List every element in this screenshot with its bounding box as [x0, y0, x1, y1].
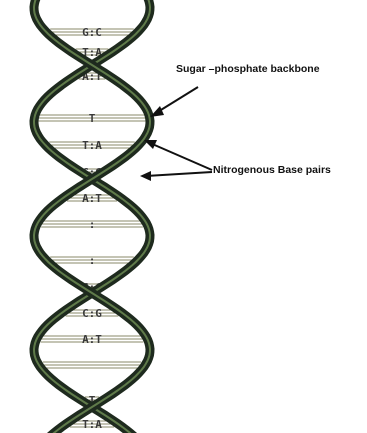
base-pair-rung: :: [50, 254, 134, 267]
base-pair-rung: A:T: [41, 333, 144, 346]
base-pair-rung: T: [38, 112, 145, 125]
base-pair-label: T:A: [82, 139, 102, 152]
base-pair-label: A:T: [82, 333, 102, 346]
base-pair-rung: G:C: [50, 26, 134, 39]
base-pair-label: A:T: [82, 192, 102, 205]
base-pair-label: C:G: [82, 307, 102, 320]
base-pairs-label: Nitrogenous Base pairs: [213, 164, 331, 176]
base-pair-arrowhead-lower: [140, 171, 151, 181]
base-pair-label: :: [89, 218, 96, 231]
base-pair-label: :: [89, 254, 96, 267]
base-pair-label: G:C: [82, 26, 102, 39]
base-pair-rung: [43, 362, 141, 368]
base-pair-label: T:A: [82, 418, 102, 431]
base-pair-arrow-upper: [150, 143, 212, 170]
base-pair-label: T: [89, 112, 96, 125]
backbone-label: Sugar –phosphate backbone: [176, 63, 320, 75]
base-pair-rung: :: [41, 218, 143, 231]
base-pair-rung: T:A: [49, 139, 134, 152]
backbone-arrow: [156, 87, 198, 113]
base-pair-arrow-lower: [146, 172, 212, 176]
